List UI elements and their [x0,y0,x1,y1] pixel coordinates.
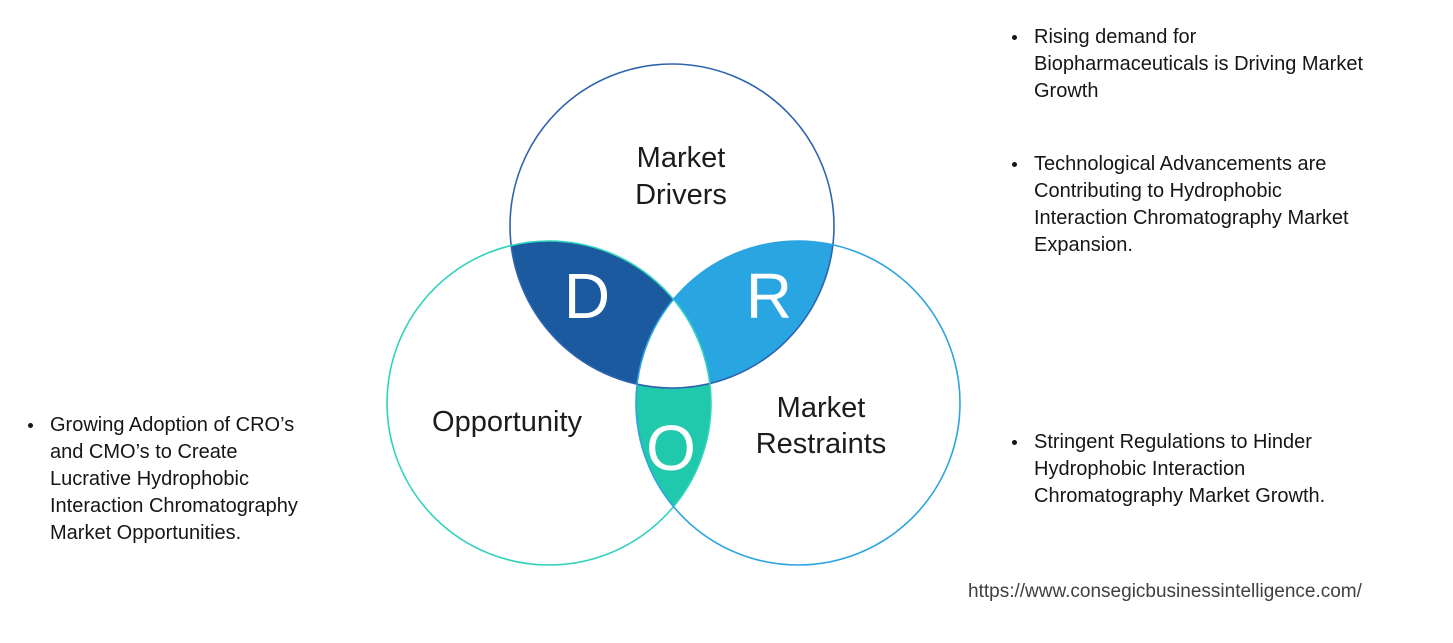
opportunity-circle-outline [386,240,712,566]
driver-bullet-1-text: Rising demand for Biopharmaceuticals is … [1034,26,1364,102]
drivers-label-line2: Drivers [635,179,727,211]
restraint-bullet-text: Stringent Regulations to Hinder Hydropho… [1034,431,1326,507]
overlap-r-fill [636,241,834,388]
restraint-bullet: Stringent Regulations to Hinder Hydropho… [1012,429,1442,510]
driver-bullet-2: Technological Advancements are Contribut… [1012,151,1442,259]
driver-bullet-1: Rising demand for Biopharmaceuticals is … [1012,24,1442,105]
opportunity-label: Opportunity [432,406,582,438]
source-url: https://www.consegicbusinessintelligence… [968,581,1362,602]
letter-d: D [564,260,610,332]
restraints-label-line1: Market [777,392,866,424]
bullet-dot-icon [1012,440,1017,445]
bullet-dot-icon [1012,35,1017,40]
overlap-d-fill [510,241,711,388]
drivers-label-line1: Market [637,142,726,174]
restraints-label-line2: Restraints [756,428,887,460]
letter-r: R [746,260,792,332]
bullet-dot-icon [1012,162,1017,167]
driver-bullet-2-text: Technological Advancements are Contribut… [1034,153,1349,256]
letter-o: O [646,412,696,484]
opportunity-bullet: Growing Adoption of CRO’s and CMO’s to C… [28,412,368,547]
drivers-opportunity-overlap [510,241,711,388]
drivers-restraints-overlap [636,241,834,388]
restraints-circle-outline [635,240,961,566]
drivers-circle-outline [509,63,835,389]
opportunity-bullet-text: Growing Adoption of CRO’s and CMO’s to C… [50,414,298,544]
bullet-dot-icon [28,423,33,428]
